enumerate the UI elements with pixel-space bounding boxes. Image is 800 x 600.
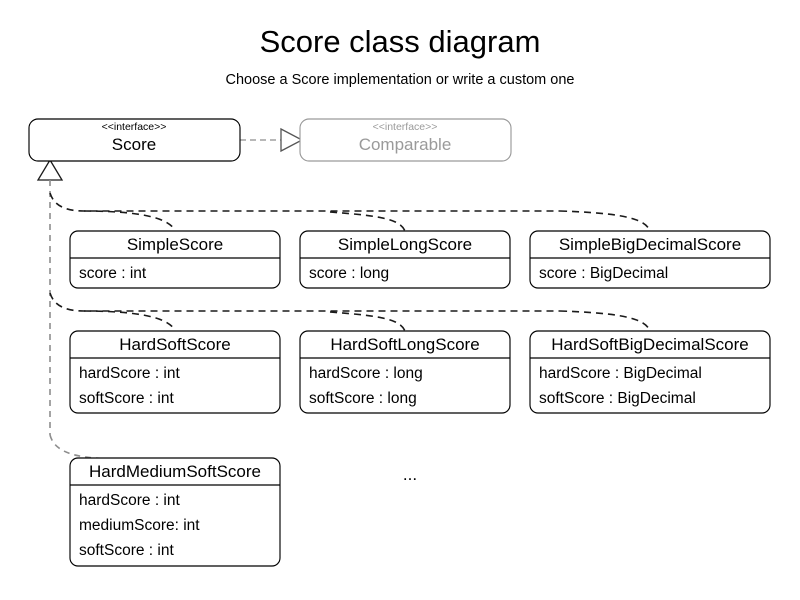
branch-drop-hard-medium-soft-score <box>49 434 176 462</box>
page-subtitle: Choose a Score implementation or write a… <box>226 72 575 88</box>
interface-comparable-stereotype: <<interface>> <box>373 121 438 133</box>
class-hard-soft-long-score-attribute: softScore : long <box>309 390 417 407</box>
class-hard-medium-soft-score-attribute: hardScore : int <box>79 492 180 509</box>
class-hard-medium-soft-score-attribute: mediumScore: int <box>79 517 200 534</box>
branch-drop-hard-soft-big-decimal-score <box>559 310 651 332</box>
generalization-hollow-triangle-icon <box>36 158 64 181</box>
interface-score-outline <box>28 118 241 162</box>
class-box-hard-medium-soft-score[interactable]: HardMediumSoftScore hardScore : int medi… <box>69 457 281 567</box>
edge-score-realizes-comparable <box>240 127 304 153</box>
class-hard-soft-score-outline <box>69 330 281 414</box>
class-simple-big-decimal-score-name: SimpleBigDecimalScore <box>559 235 741 254</box>
class-hard-soft-score-attribute: hardScore : int <box>79 365 180 382</box>
class-simple-long-score-outline <box>299 230 511 289</box>
more-classes-ellipsis: ... <box>403 465 417 484</box>
class-hard-soft-long-score-outline <box>299 330 511 414</box>
branch-rail-row1 <box>49 192 560 212</box>
class-hard-soft-big-decimal-score-name: HardSoftBigDecimalScore <box>551 335 748 354</box>
class-hard-medium-soft-score-attribute: softScore : int <box>79 542 174 559</box>
edge-generalization-tree <box>36 158 651 462</box>
class-simple-big-decimal-score-outline <box>529 230 771 289</box>
class-simple-score-name: SimpleScore <box>127 235 223 254</box>
class-hard-soft-score-name: HardSoftScore <box>119 335 231 354</box>
realization-hollow-triangle-icon <box>280 127 304 153</box>
class-box-hard-soft-big-decimal-score[interactable]: HardSoftBigDecimalScore hardScore : BigD… <box>529 330 771 414</box>
branch-drop-simple-big-decimal-score <box>559 210 651 232</box>
interface-box-comparable[interactable]: <<interface>> Comparable <box>299 118 512 162</box>
branch-drop-simple-score <box>83 210 176 232</box>
class-hard-soft-score-attribute: softScore : int <box>79 390 174 407</box>
class-simple-big-decimal-score-attribute: score : BigDecimal <box>539 265 668 282</box>
class-simple-score-outline <box>69 230 281 289</box>
interface-comparable-name: Comparable <box>359 135 452 154</box>
branch-rail-row2 <box>49 292 560 312</box>
class-hard-soft-long-score-name: HardSoftLongScore <box>330 335 479 354</box>
interface-comparable-outline <box>299 118 512 162</box>
class-hard-soft-big-decimal-score-attribute: softScore : BigDecimal <box>539 390 696 407</box>
interface-score-name: Score <box>112 135 156 154</box>
class-simple-score-attribute: score : int <box>79 265 147 282</box>
relationship-edges <box>36 127 651 462</box>
interface-score-stereotype: <<interface>> <box>102 121 167 133</box>
class-hard-soft-big-decimal-score-attribute: hardScore : BigDecimal <box>539 365 702 382</box>
class-box-simple-long-score[interactable]: SimpleLongScore score : long <box>299 230 511 289</box>
branch-drop-hard-soft-score <box>83 310 176 332</box>
class-hard-medium-soft-score-name: HardMediumSoftScore <box>89 462 261 481</box>
class-box-simple-big-decimal-score[interactable]: SimpleBigDecimalScore score : BigDecimal <box>529 230 771 289</box>
interface-box-score[interactable]: <<interface>> Score <box>28 118 241 162</box>
class-box-simple-score[interactable]: SimpleScore score : int <box>69 230 281 289</box>
branch-drop-hard-soft-long-score <box>329 311 406 332</box>
class-box-hard-soft-score[interactable]: HardSoftScore hardScore : int softScore … <box>69 330 281 414</box>
class-hard-soft-big-decimal-score-outline <box>529 330 771 414</box>
class-box-hard-soft-long-score[interactable]: HardSoftLongScore hardScore : long softS… <box>299 330 511 414</box>
page-title: Score class diagram <box>260 24 541 59</box>
class-hard-soft-long-score-attribute: hardScore : long <box>309 365 423 382</box>
class-simple-long-score-name: SimpleLongScore <box>338 235 472 254</box>
branch-drop-simple-long-score <box>329 211 406 232</box>
class-simple-long-score-attribute: score : long <box>309 265 389 282</box>
